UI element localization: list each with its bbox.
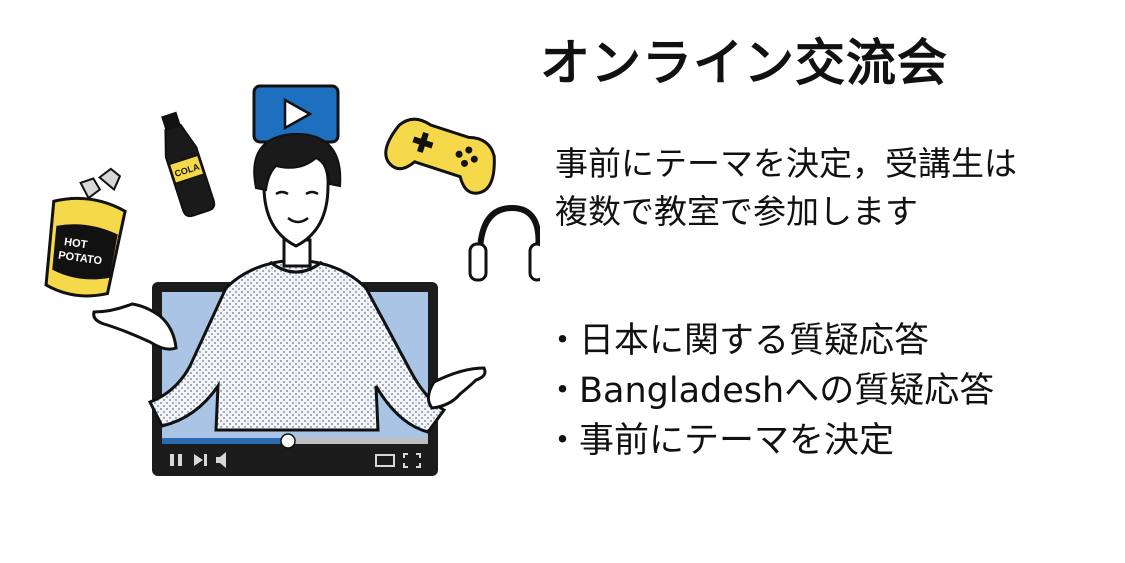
bullet-text: Banglades​hへの質疑応答: [579, 371, 995, 412]
chips-bag-icon: HOT POTATO: [44, 167, 127, 298]
online-exchange-illustration: COLA: [30, 80, 540, 490]
next-track-icon[interactable]: [194, 454, 207, 466]
volume-icon[interactable]: [216, 452, 226, 468]
cola-bottle-icon: COLA: [161, 111, 216, 218]
topic-list: ・日本に関する質疑応答 ・Banglades​hへの質疑応答 ・事前にテーマを決…: [545, 316, 994, 466]
bullet-marker: ・: [545, 321, 581, 361]
list-item: ・事前にテーマを決定: [545, 416, 994, 466]
lead-line: 複数で教室で参加します: [555, 191, 918, 231]
list-item: ・日本に関する質疑応答: [545, 316, 994, 366]
list-item: ・Banglades​hへの質疑応答: [545, 366, 994, 416]
video-scrubber-handle[interactable]: [280, 433, 296, 449]
bullet-text: 事前にテーマを決定: [579, 421, 895, 462]
person-figure: [92, 132, 487, 434]
pause-icon[interactable]: [170, 454, 182, 466]
lead-line: 事前にテーマを決定，受講生は: [555, 144, 1017, 183]
theater-mode-icon[interactable]: [375, 454, 395, 467]
bullet-marker: ・: [545, 421, 581, 462]
fullscreen-icon[interactable]: [403, 453, 421, 468]
lead-text: 事前にテーマを決定，受講生は 複数で教室で参加します: [555, 140, 1115, 236]
bullet-marker: ・: [545, 371, 581, 412]
bullet-text: 日本に関する質疑応答: [579, 321, 930, 361]
video-progress-fill: [162, 438, 287, 444]
play-button-icon: [252, 84, 340, 144]
headphones-icon: [468, 204, 540, 282]
page-title: オンライン交流会: [540, 34, 948, 92]
game-controller-icon: [384, 117, 496, 195]
